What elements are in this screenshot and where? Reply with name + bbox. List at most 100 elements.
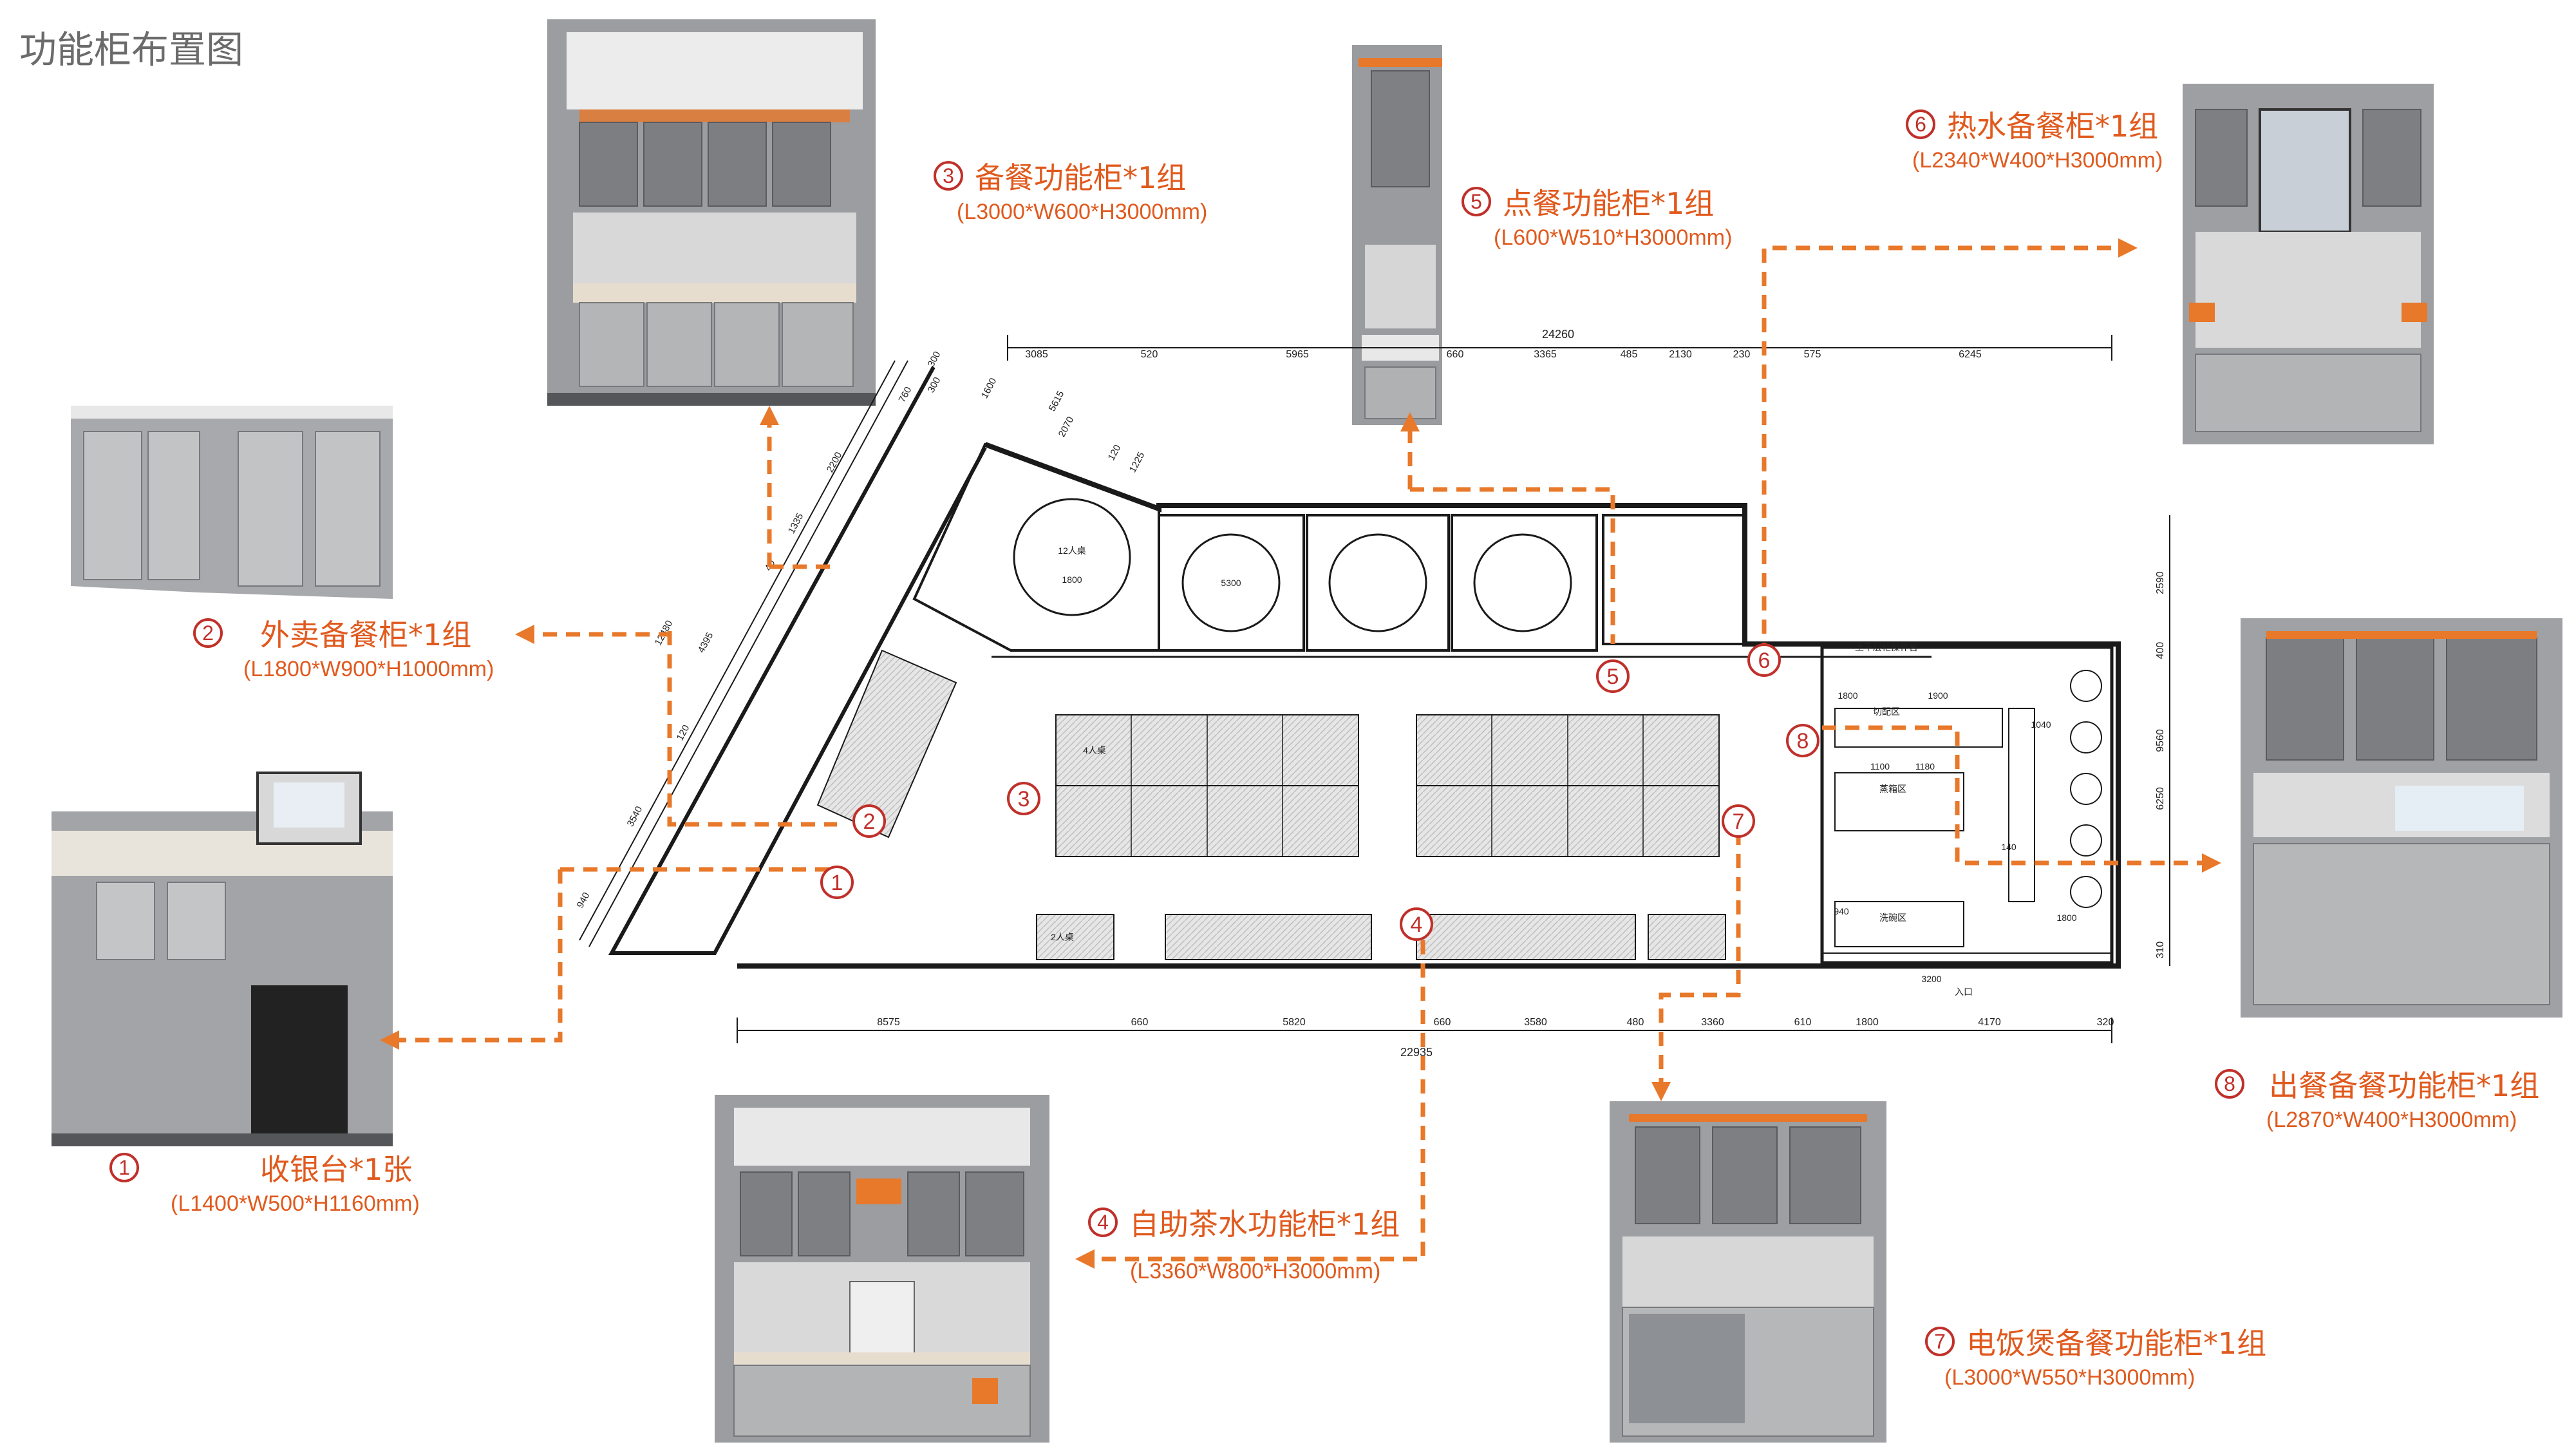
room-label-11: 1800 [1838, 690, 1857, 701]
number-badge: 7 [1925, 1327, 1955, 1356]
cabinet-name: 出餐备餐功能柜*1组 [2269, 1068, 2540, 1103]
dim-top-1: 520 [1141, 349, 1158, 360]
dim-right-2: 9560 [2155, 729, 2166, 752]
dim-angled-7: 760 [897, 385, 914, 404]
room-label-13: 入口 [1955, 987, 1973, 997]
dim-right-3: 6250 [2155, 787, 2166, 810]
svg-text:6: 6 [1758, 649, 1771, 673]
dim-angled-5: 120 [1106, 443, 1123, 462]
room-label-8: 洗碗区 [1879, 913, 1906, 923]
number-badge: 2 [193, 618, 223, 648]
dim-angled-12: 4395 [696, 630, 716, 654]
number-badge: 1 [109, 1153, 139, 1182]
cabinet-dims: (L600*W510*H3000mm) [1494, 225, 1733, 250]
cabinet-dims: (L3000*W550*H3000mm) [1944, 1365, 2195, 1390]
plan-marker-1: 1 [820, 866, 854, 899]
dim-top-total: 24260 [1542, 328, 1574, 341]
cabinet-image-3 [547, 19, 876, 406]
plan-markers: 1 2 3 4 5 6 7 8 [820, 643, 1819, 941]
svg-text:2: 2 [863, 810, 876, 834]
svg-text:1: 1 [831, 871, 843, 895]
dim-angled-0: 300 [926, 350, 943, 369]
room-label-3: 4人桌 [1083, 745, 1106, 755]
cabinet-label-2: 2 外卖备餐柜*1组 (L1800*W900*H1000mm) [193, 612, 494, 682]
plan-marker-7: 7 [1722, 804, 1755, 838]
cabinet-image-1 [52, 772, 393, 1146]
plan-marker-6: 6 [1747, 643, 1781, 677]
room-label-5: 切配区 [1873, 706, 1900, 717]
dim-angled-2: 1600 [979, 376, 999, 400]
cabinet-name: 自助茶水功能柜*1组 [1129, 1207, 1400, 1242]
svg-text:7: 7 [1733, 810, 1745, 834]
dim-bottom-2: 5820 [1283, 1017, 1306, 1028]
cabinet-image-8 [2241, 618, 2562, 1018]
dim-top-6: 2130 [1669, 349, 1692, 360]
dim-top-7: 230 [1733, 349, 1751, 360]
dim-top-3: 660 [1447, 349, 1464, 360]
cabinet-name: 点餐功能柜*1组 [1503, 186, 1715, 221]
floor-plan [579, 335, 2170, 1043]
plan-marker-4: 4 [1400, 907, 1433, 941]
room-label-12: 1900 [1928, 690, 1948, 701]
svg-text:3: 3 [1018, 787, 1030, 811]
number-badge: 3 [934, 161, 963, 191]
svg-text:5: 5 [1607, 665, 1619, 689]
cabinet-image-7 [1610, 1101, 1886, 1443]
dim-bottom-10: 320 [2097, 1017, 2114, 1028]
cabinet-label-3: 3 备餐功能柜*1组 (L3000*W600*H3000mm) [934, 155, 1207, 225]
plan-marker-2: 2 [852, 804, 886, 838]
plan-marker-3: 3 [1007, 782, 1040, 815]
dim-top-8: 575 [1804, 349, 1821, 360]
cabinet-image-5 [1352, 45, 1442, 425]
room-label-18: 140 [2001, 842, 2017, 852]
cabinet-image-2 [71, 406, 393, 599]
cabinet-dims: (L2340*W400*H3000mm) [1912, 148, 2163, 173]
dim-angled-3: 5615 [1047, 389, 1067, 413]
number-badge: 6 [1906, 109, 1935, 139]
cabinet-dims: (L3360*W800*H3000mm) [1130, 1259, 1381, 1283]
dim-bottom-4: 3580 [1524, 1017, 1547, 1028]
cabinet-name: 外卖备餐柜*1组 [260, 618, 472, 652]
cabinet-name: 备餐功能柜*1组 [975, 160, 1187, 195]
room-label-2: 5300 [1221, 578, 1241, 588]
svg-text:8: 8 [1797, 729, 1809, 753]
cabinet-dims: (L3000*W600*H3000mm) [957, 200, 1208, 224]
dim-top-9: 6245 [1959, 349, 1982, 360]
room-label-16: 940 [1834, 906, 1849, 916]
room-label-14: 3200 [1921, 974, 1941, 984]
room-label-4: 2人桌 [1051, 932, 1074, 942]
cabinet-dims: (L1800*W900*H1000mm) [243, 657, 494, 681]
cabinet-label-4: 4 自助茶水功能柜*1组 (L3360*W800*H3000mm) [1088, 1201, 1400, 1284]
dim-angled-15: 940 [575, 891, 592, 910]
number-badge: 8 [2215, 1069, 2244, 1099]
dim-angled-4: 2070 [1057, 415, 1076, 439]
svg-text:4: 4 [1411, 913, 1423, 937]
room-label-0: 12人桌 [1058, 545, 1086, 556]
room-label-9: 1100 [1870, 761, 1890, 772]
dim-bottom-5: 480 [1627, 1017, 1644, 1028]
cabinet-image-6 [2183, 84, 2434, 444]
dim-bottom-7: 610 [1794, 1017, 1812, 1028]
dim-top-0: 3085 [1025, 349, 1048, 360]
dim-bottom-3: 660 [1434, 1017, 1451, 1028]
dim-angled-9: 1335 [786, 511, 806, 535]
dim-right-4: 310 [2155, 942, 2166, 959]
room-label-17: 1040 [2031, 719, 2051, 730]
dim-bottom-8: 1800 [1856, 1017, 1879, 1028]
dim-top-5: 485 [1621, 349, 1638, 360]
dim-bottom-0: 8575 [877, 1017, 900, 1028]
plan-marker-5: 5 [1596, 659, 1630, 693]
dim-top-4: 3365 [1534, 349, 1557, 360]
number-badge: 5 [1462, 187, 1491, 216]
number-badge: 4 [1088, 1208, 1118, 1237]
cabinet-name: 热水备餐柜*1组 [1947, 109, 2159, 144]
cabinet-image-4 [715, 1095, 1049, 1443]
leader-lines [393, 245, 2208, 1262]
cabinet-label-5: 5 点餐功能柜*1组 (L600*W510*H3000mm) [1462, 180, 1732, 251]
dim-bottom-6: 3360 [1701, 1017, 1724, 1028]
